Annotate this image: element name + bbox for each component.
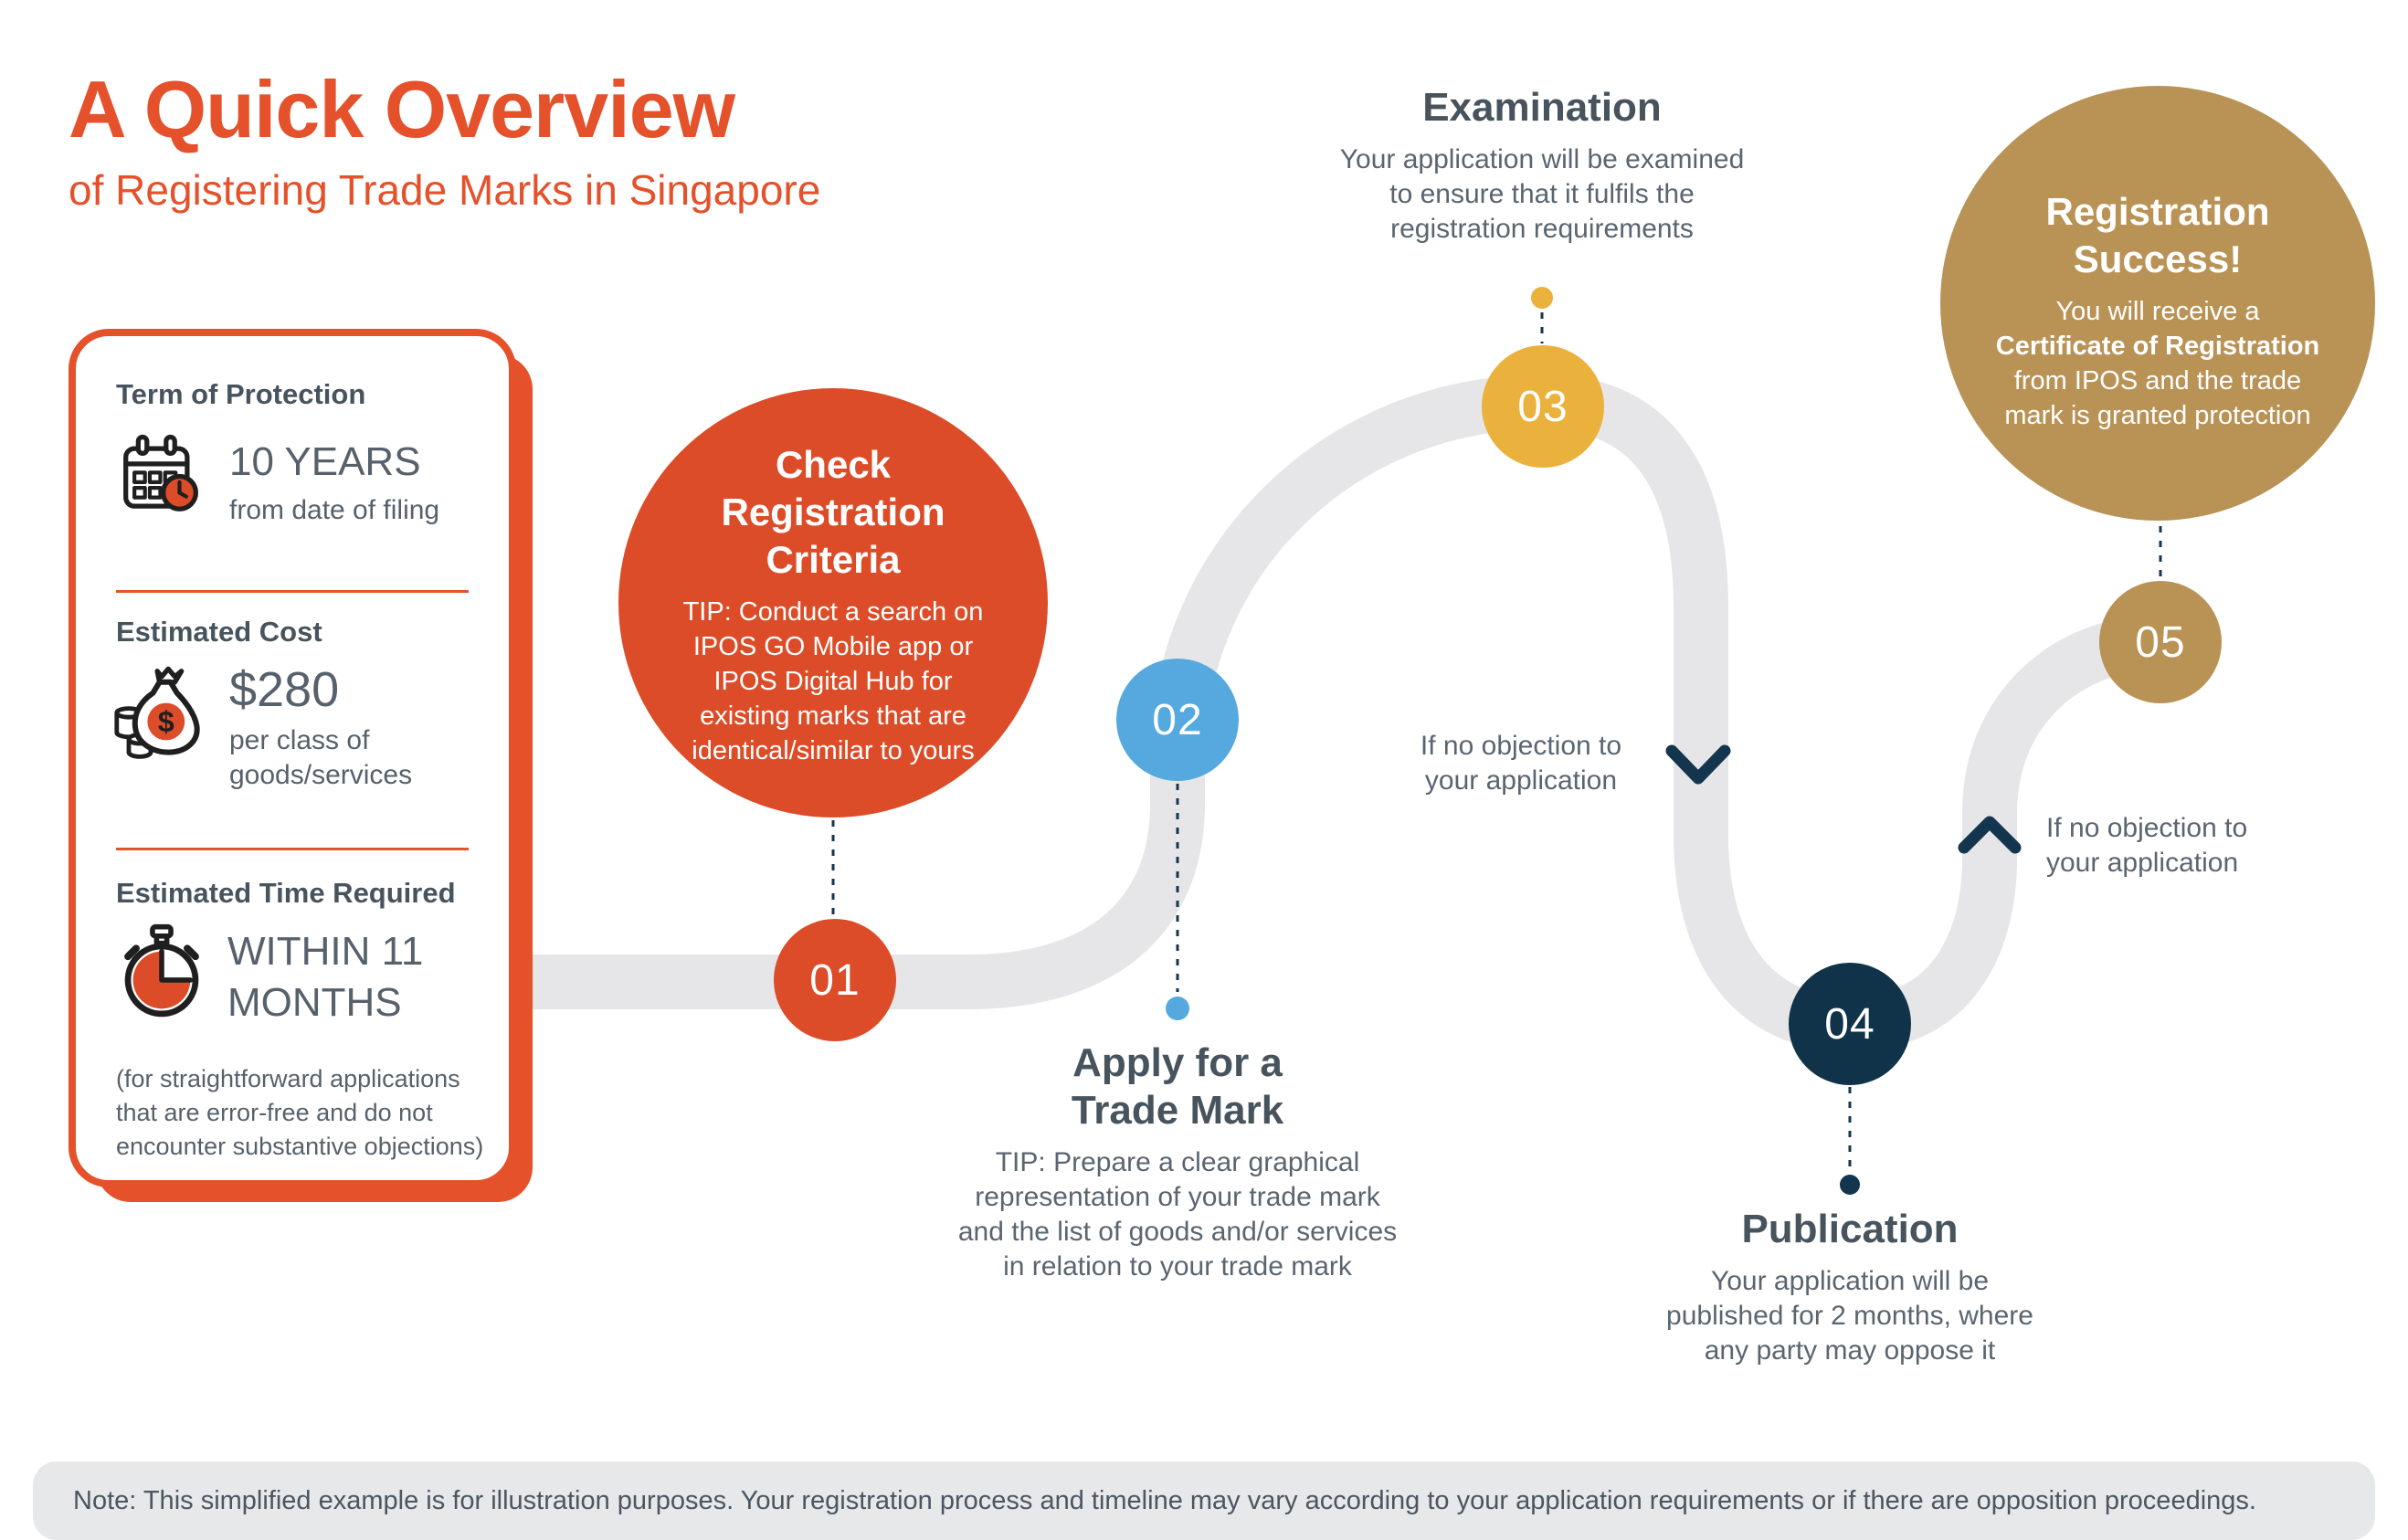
dashed-connectors: [831, 312, 2162, 1171]
cost-detail: per class of goods/services: [229, 725, 413, 790]
registration-success-title: Registration Success!: [2045, 190, 2270, 280]
term-detail: from date of filing: [229, 495, 440, 525]
step-badge-02: 02: [1116, 659, 1239, 781]
success-desc-bold: Certificate of Registration: [1995, 332, 2320, 361]
estimated-time-value-block: WITHIN 11 MONTHS: [227, 926, 423, 1028]
check-registration-title: Check Registration Criteria: [721, 443, 945, 581]
check-registration-tip: TIP: Conduct a search on IPOS GO Mobile …: [682, 597, 984, 765]
estimated-time-heading: Estimated Time Required: [116, 877, 456, 909]
no-objection-label-2: If no objection to your application: [2046, 813, 2248, 878]
time-value: WITHIN 11 MONTHS: [227, 929, 424, 1025]
calendar-clock-icon: [112, 427, 208, 528]
chevron-up-icon: [1958, 816, 2022, 854]
money-bag-icon: $: [107, 656, 217, 770]
examination-title: Examination: [1422, 85, 1662, 130]
timeline-track-path: [311, 374, 2161, 1052]
cost-value: $280: [229, 662, 340, 717]
stopwatch-icon: [111, 921, 213, 1028]
term-value: 10 YEARS: [229, 439, 421, 484]
publication-title: Publication: [1741, 1207, 1959, 1251]
examination-desc: Your application will be examined to ens…: [1339, 144, 1745, 244]
chevron-down-icon: [1665, 744, 1731, 785]
examination-block: Examination Your application will be exa…: [1268, 84, 1816, 247]
check-registration-bubble: Check Registration Criteria TIP: Conduct…: [618, 388, 1048, 817]
apply-block: Apply for a Trade Mark TIP: Prepare a cl…: [885, 1039, 1470, 1284]
success-desc-suffix: from IPOS and the trade mark is granted …: [2004, 366, 2311, 430]
estimated-cost-heading: Estimated Cost: [116, 616, 322, 648]
step-badge-04: 04: [1789, 963, 1911, 1085]
registration-success-bubble: Registration Success! You will receive a…: [1940, 86, 2375, 521]
apply-dot: [1166, 997, 1189, 1020]
header: A Quick Overview of Registering Trade Ma…: [69, 64, 821, 215]
step-badge-01: 01: [774, 919, 896, 1041]
info-card: Term of Protection 10 YEARS from date of…: [69, 329, 516, 1187]
page-title: A Quick Overview: [69, 64, 735, 154]
svg-text:$: $: [158, 705, 174, 738]
card-divider: [116, 590, 469, 593]
card-divider: [116, 848, 469, 850]
term-of-protection-heading: Term of Protection: [116, 378, 366, 410]
apply-title: Apply for a Trade Mark: [1071, 1040, 1284, 1133]
publication-desc: Your application will be published for 2…: [1666, 1266, 2033, 1366]
step-badge-03: 03: [1482, 345, 1604, 468]
no-objection-label-1: If no objection to your application: [1420, 731, 1622, 796]
apply-tip: TIP: Prepare a clear graphical represent…: [957, 1147, 1398, 1282]
registration-success-desc: You will receive a Certificate of Regist…: [1988, 294, 2328, 433]
success-desc-prefix: You will receive a: [2055, 297, 2260, 326]
publication-block: Publication Your application will be pub…: [1576, 1206, 2124, 1368]
time-note: (for straightforward applications that a…: [116, 1065, 484, 1160]
footer-note-bar: Note: This simplified example is for ill…: [33, 1461, 2375, 1540]
footer-note-text: Note: This simplified example is for ill…: [73, 1486, 2256, 1515]
publication-dot: [1840, 1175, 1860, 1195]
step-badge-05: 05: [2099, 581, 2222, 703]
examination-dot: [1531, 287, 1553, 309]
estimated-cost-value-block: $280 per class of goods/services: [229, 663, 412, 793]
term-of-protection-value-block: 10 YEARS from date of filing: [229, 438, 439, 528]
page-subtitle: of Registering Trade Marks in Singapore: [69, 166, 821, 214]
